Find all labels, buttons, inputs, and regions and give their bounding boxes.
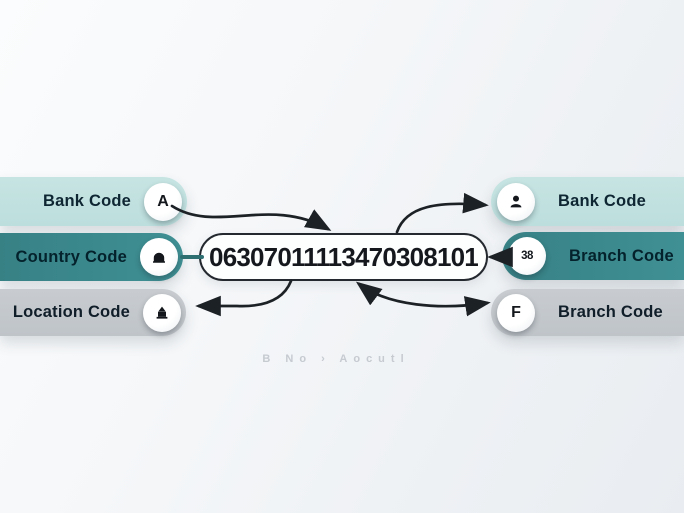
number-38-icon: 38 <box>508 237 546 275</box>
left-pill-country-code: Country Code <box>0 233 183 281</box>
left-pill-bank-code: Bank Code A <box>0 177 187 226</box>
central-code-pill: 06307011113470308101 <box>199 233 488 281</box>
left-bank-code-label: Bank Code <box>43 192 131 210</box>
arrow-bankcode-left-to-center <box>170 204 332 231</box>
country-code-label: Country Code <box>15 247 127 266</box>
left-pill-location-code: Location Code <box>0 289 186 336</box>
arrow-center-to-bankcode-right <box>395 192 489 234</box>
letter-f-icon: F <box>497 293 535 332</box>
central-code-value: 06307011113470308101 <box>209 241 479 272</box>
faint-caption: B No › Aocutl <box>262 353 410 365</box>
letter-f-glyph: F <box>511 303 521 321</box>
number-38-glyph: 38 <box>521 250 533 262</box>
letter-a-glyph: A <box>157 192 169 210</box>
person-icon <box>497 182 535 221</box>
location-code-label: Location Code <box>12 303 130 321</box>
arrow-center-to-locationcode <box>195 279 293 317</box>
building-icon <box>140 238 178 276</box>
landmark-icon <box>143 293 181 332</box>
letter-a-icon: A <box>144 182 182 221</box>
branch-code-gray-label: Branch Code <box>558 303 663 321</box>
right-pill-branch-code-teal: 38 Branch Code <box>502 232 684 280</box>
right-bank-code-label: Bank Code <box>558 192 646 210</box>
branch-code-teal-label: Branch Code <box>569 246 674 265</box>
right-pill-bank-code: Bank Code <box>491 177 684 226</box>
arrow-branchcode-gray-to-center <box>355 281 491 317</box>
right-pill-branch-code-gray: F Branch Code <box>491 289 684 336</box>
